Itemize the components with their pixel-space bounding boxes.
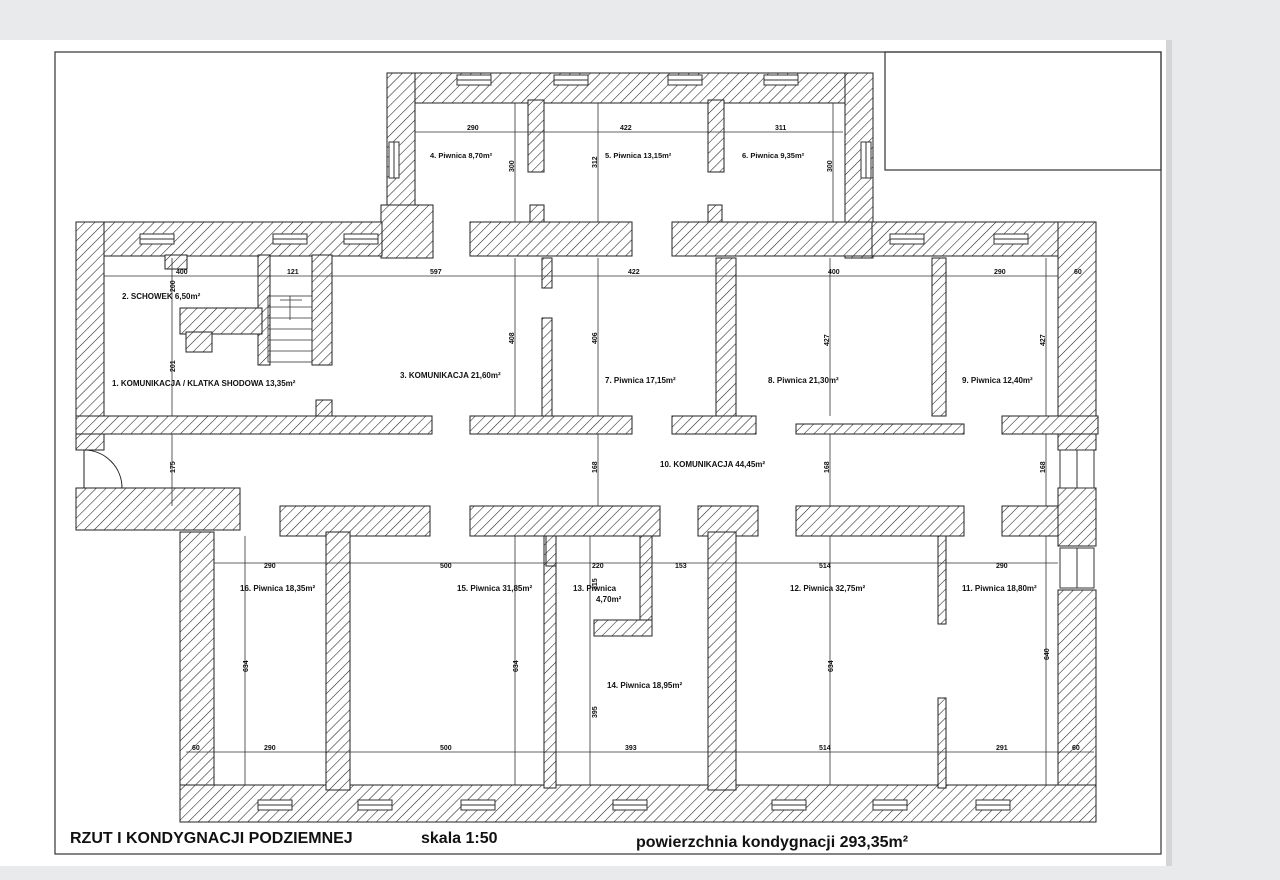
dim-label: 311 xyxy=(775,125,786,132)
room-label-8: 8. Piwnica 21,30m² xyxy=(768,376,839,385)
plan-scale: skala 1:50 xyxy=(421,830,498,847)
sheet-edge xyxy=(1166,40,1172,866)
room-label-12: 12. Piwnica 32,75m² xyxy=(790,584,865,593)
dim-label: 640 xyxy=(1044,648,1051,660)
dimension-lines xyxy=(104,103,1094,785)
dim-label: 201 xyxy=(170,360,177,372)
dim-label: 121 xyxy=(287,269,299,276)
room-label-7: 7. Piwnica 17,15m² xyxy=(605,376,676,385)
dim-label: 175 xyxy=(170,461,177,473)
dim-label: 634 xyxy=(243,660,250,672)
dim-label: 290 xyxy=(467,125,479,132)
dim-label: 168 xyxy=(592,461,599,473)
dim-label: 60 xyxy=(1074,269,1082,276)
dim-label: 200 xyxy=(170,280,177,292)
dim-label: 427 xyxy=(824,334,831,346)
dim-label: 291 xyxy=(996,745,1008,752)
dim-label: 290 xyxy=(994,269,1006,276)
drawing-sheet: 1. KOMUNIKACJA / KLATKA SHODOWA 13,35m² … xyxy=(0,40,1166,866)
dim-label: 408 xyxy=(509,332,516,344)
room-label-14: 14. Piwnica 18,95m² xyxy=(607,681,682,690)
dim-label: 220 xyxy=(592,563,604,570)
dim-label: 300 xyxy=(509,160,516,172)
dim-label: 290 xyxy=(264,563,276,570)
room-label-6: 6. Piwnica 9,35m² xyxy=(742,151,805,160)
dim-label: 514 xyxy=(819,745,831,752)
dim-label: 60 xyxy=(1072,745,1080,752)
room-label-13-area: 4,70m² xyxy=(596,595,622,604)
dim-label: 634 xyxy=(828,660,835,672)
room-label-4: 4. Piwnica 8,70m² xyxy=(430,151,493,160)
dim-label: 400 xyxy=(828,269,840,276)
dim-label: 422 xyxy=(628,269,640,276)
dim-label: 634 xyxy=(513,660,520,672)
dim-label: 60 xyxy=(192,745,200,752)
windows xyxy=(139,74,1095,811)
floor-area: powierzchnia kondygnacji 293,35m² xyxy=(636,834,908,851)
dim-label: 422 xyxy=(620,125,632,132)
plan-title: RZUT I KONDYGNACJI PODZIEMNEJ xyxy=(70,830,353,847)
dim-label: 290 xyxy=(264,745,276,752)
staircase xyxy=(267,295,313,363)
room-label-10: 10. KOMUNIKACJA 44,45m² xyxy=(660,460,765,469)
dim-label: 395 xyxy=(592,706,599,718)
floor-plan: 1. KOMUNIKACJA / KLATKA SHODOWA 13,35m² … xyxy=(54,51,1162,855)
walls xyxy=(75,72,1099,823)
dim-label: 168 xyxy=(1040,461,1047,473)
room-label-9: 9. Piwnica 12,40m² xyxy=(962,376,1033,385)
dim-label: 400 xyxy=(176,269,188,276)
room-label-13: 13. Piwnica xyxy=(573,584,617,593)
dimension-labels: 290 422 311 300 312 300 400 121 597 422 … xyxy=(170,125,1082,752)
room-label-11: 11. Piwnica 18,80m² xyxy=(962,584,1037,593)
dim-label: 514 xyxy=(819,563,831,570)
dim-label: 393 xyxy=(625,745,637,752)
room-label-2: 2. SCHOWEK 6,50m² xyxy=(122,292,201,301)
dim-label: 300 xyxy=(827,160,834,172)
dim-label: 168 xyxy=(824,461,831,473)
dim-label: 597 xyxy=(430,269,442,276)
dim-label: 153 xyxy=(675,563,687,570)
room-label-5: 5. Piwnica 13,15m² xyxy=(605,151,672,160)
dim-label: 500 xyxy=(440,745,452,752)
dim-label: 315 xyxy=(592,578,599,590)
dim-label: 406 xyxy=(592,332,599,344)
dim-label: 427 xyxy=(1040,334,1047,346)
room-labels: 1. KOMUNIKACJA / KLATKA SHODOWA 13,35m² … xyxy=(112,151,1037,690)
entrance-door xyxy=(83,449,123,489)
title-block xyxy=(884,51,1162,171)
room-label-16: 16. Piwnica 18,35m² xyxy=(240,584,315,593)
drawing-frame xyxy=(54,51,1162,855)
dim-label: 290 xyxy=(996,563,1008,570)
room-label-1: 1. KOMUNIKACJA / KLATKA SHODOWA 13,35m² xyxy=(112,379,296,388)
room-label-15: 15. Piwnica 31,85m² xyxy=(457,584,532,593)
room-label-3: 3. KOMUNIKACJA 21,60m² xyxy=(400,371,501,380)
dim-label: 312 xyxy=(592,156,599,168)
dim-label: 500 xyxy=(440,563,452,570)
